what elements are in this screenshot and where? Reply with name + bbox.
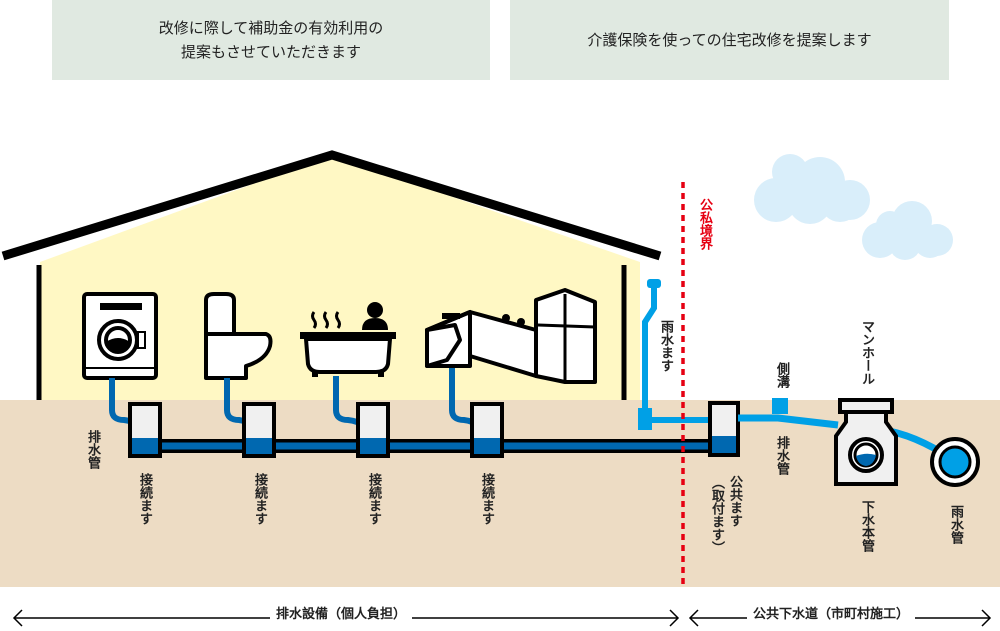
care-insurance-banner-text: 介護保険を使っての住宅改修を提案します: [587, 31, 872, 49]
subsidy-banner: 改修に際して補助金の有効利用の 提案もさせていただきます: [52, 0, 490, 80]
washing-machine-icon: [82, 292, 158, 380]
cloud-icon: [862, 201, 953, 260]
bathtub-icon: [300, 302, 396, 377]
cloud-icon: [754, 154, 870, 224]
house-roof: [1, 150, 662, 261]
rainwater-basin-icon: [638, 408, 652, 430]
connection-basin-icons: [128, 402, 504, 458]
subsidy-banner-line2: 提案もさせていただきます: [180, 43, 361, 61]
rainwater-pipe: [642, 284, 714, 423]
public-basin-label: 公共ます: [727, 475, 742, 527]
connection-basin-label-1: 接続ます: [137, 473, 152, 525]
connection-basin-label-2: 接続ます: [252, 473, 267, 525]
care-insurance-banner: 介護保険を使っての住宅改修を提案します: [510, 0, 949, 80]
side-ditch-icon: [772, 398, 788, 414]
public-basin-icon: [708, 401, 740, 457]
drain-pipe-label: 排水管: [85, 430, 100, 469]
public-section-label: 公共下水道（市町村施工）: [747, 603, 916, 622]
boundary-label: 公私境界: [697, 198, 712, 250]
connection-basin-label-4: 接続ます: [479, 473, 494, 525]
private-section-label: 排水設備（個人負担）: [270, 603, 413, 622]
rainwater-basin-label: 雨水ます: [658, 320, 673, 372]
toilet-icon: [204, 292, 273, 380]
drain-pipe-public-label: 排水管: [774, 436, 789, 475]
rainwater-main-icon: [930, 437, 980, 487]
side-ditch-label: 側溝: [774, 362, 789, 388]
manhole-icon: [834, 398, 898, 486]
downspout-cap-icon: [647, 279, 661, 288]
connection-basin-label-3: 接続ます: [366, 473, 381, 525]
public-basin-sublabel: （取付ます）: [709, 476, 724, 554]
manhole-label: マンホール: [859, 320, 874, 385]
subsidy-banner-line1: 改修に際して補助金の有効利用の: [158, 19, 384, 37]
rainwater-pipe-label: 雨水管: [948, 505, 963, 544]
kitchen-icon: [425, 288, 597, 384]
sewer-main-label: 下水本管: [859, 500, 874, 552]
